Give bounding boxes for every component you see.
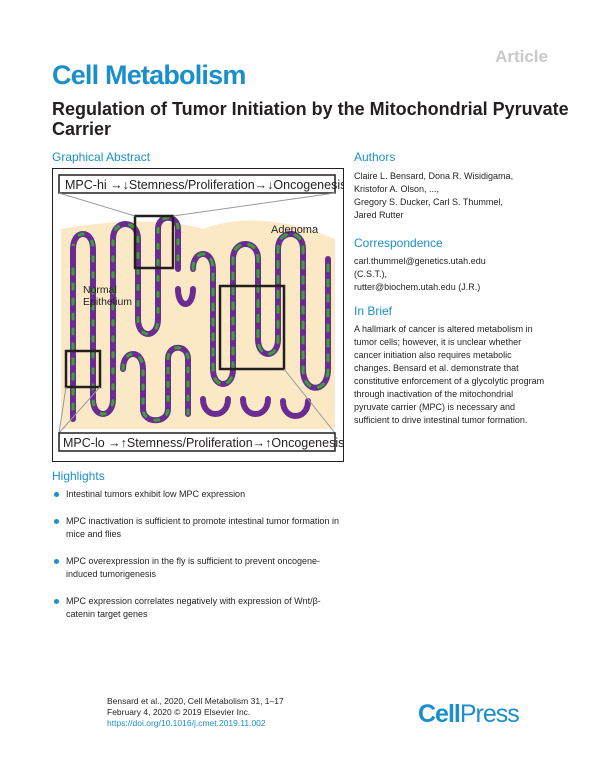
paper-title: Regulation of Tumor Initiation by the Mi… bbox=[52, 99, 569, 139]
citation-line: Bensard et al., 2020, Cell Metabolism 31… bbox=[107, 696, 284, 706]
authors-list: Claire L. Bensard, Dona R. Wisidigama, K… bbox=[354, 170, 554, 222]
author-line: Claire L. Bensard, Dona R. Wisidigama, bbox=[354, 171, 514, 181]
bottom-banner-box bbox=[58, 432, 336, 452]
in-brief-text: A hallmark of cancer is altered metaboli… bbox=[354, 324, 545, 425]
normal-epithelium-label-2: Epithelium bbox=[83, 296, 132, 308]
highlights-list: Intestinal tumors exhibit low MPC expres… bbox=[52, 488, 342, 635]
top-banner-box bbox=[58, 174, 336, 194]
graphical-abstract-heading: Graphical Abstract bbox=[52, 150, 151, 164]
authors-heading: Authors bbox=[354, 150, 396, 164]
author-line: Kristofor A. Olson, ..., bbox=[354, 184, 440, 194]
authors-section: Authors Claire L. Bensard, Dona R. Wisid… bbox=[354, 150, 554, 222]
graphical-abstract: MPC-hi →↓Stemness/Proliferation→↓Oncogen… bbox=[52, 168, 346, 462]
doi-link[interactable]: https://doi.org/10.1016/j.cmet.2019.11.0… bbox=[107, 718, 266, 728]
journal-title: Cell Metabolism bbox=[52, 60, 246, 90]
correspondence-email-2[interactable]: rutter@biochem.utah.edu (J.R.) bbox=[354, 282, 481, 292]
correspondence-list: carl.thummel@genetics.utah.edu (C.S.T.),… bbox=[354, 255, 554, 294]
citation-footer: Bensard et al., 2020, Cell Metabolism 31… bbox=[107, 696, 284, 729]
highlight-item: MPC overexpression in the fly is suffici… bbox=[52, 555, 342, 581]
author-line: Gregory S. Ducker, Carl S. Thummel, bbox=[354, 197, 503, 207]
bottom-banner-text: MPC-lo →↑Stemness/Proliferation→↑Oncogen… bbox=[63, 436, 343, 450]
logo-part-press: Press bbox=[459, 700, 520, 728]
citation-date: February 4, 2020 © 2019 Elsevier Inc. bbox=[107, 707, 251, 717]
highlight-item: Intestinal tumors exhibit low MPC expres… bbox=[52, 488, 342, 501]
logo-part-cell: Cell bbox=[418, 700, 461, 728]
in-brief-heading: In Brief bbox=[354, 304, 393, 318]
in-brief-section: In Brief A hallmark of cancer is altered… bbox=[354, 304, 550, 427]
correspondence-section: Correspondence carl.thummel@genetics.uta… bbox=[354, 236, 554, 294]
tissue-illustration bbox=[58, 192, 336, 434]
highlights-heading: Highlights bbox=[52, 469, 105, 483]
adenoma-label: Adenoma bbox=[271, 224, 319, 236]
top-banner-text: MPC-hi →↓Stemness/Proliferation→↓Oncogen… bbox=[65, 178, 343, 192]
normal-epithelium-label-1: Normal bbox=[83, 284, 117, 296]
correspondence-heading: Correspondence bbox=[354, 236, 443, 250]
article-type-label: Article bbox=[495, 47, 548, 66]
correspondence-email-1[interactable]: carl.thummel@genetics.utah.edu bbox=[354, 256, 486, 266]
author-line: Jared Rutter bbox=[354, 210, 404, 220]
graphical-abstract-figure: MPC-hi →↓Stemness/Proliferation→↓Oncogen… bbox=[58, 174, 346, 452]
cellpress-logo: CellPress bbox=[418, 700, 520, 729]
highlight-item: MPC expression correlates negatively wit… bbox=[52, 595, 342, 621]
correspondence-initials-1: (C.S.T.), bbox=[354, 269, 387, 279]
highlight-item: MPC inactivation is sufficient to promot… bbox=[52, 515, 342, 541]
